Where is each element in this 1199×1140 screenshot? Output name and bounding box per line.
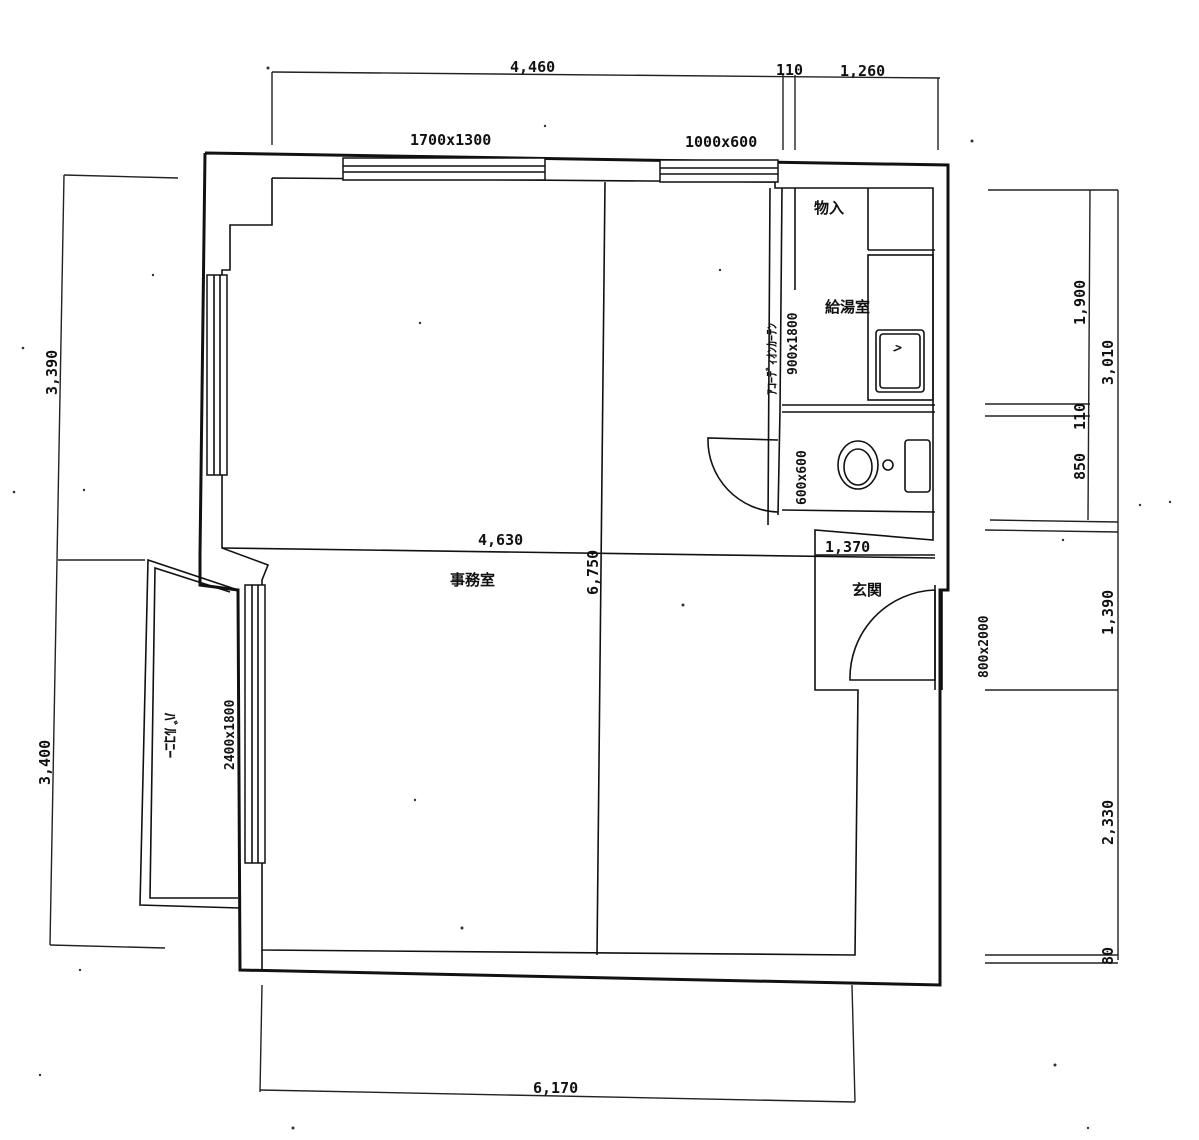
window-balcony xyxy=(244,584,266,864)
room-office: 事務室 xyxy=(450,571,495,589)
sink-icon xyxy=(875,329,925,393)
scan-speckles xyxy=(12,66,1172,1130)
dim-right-lower-2: 2,330 xyxy=(1099,800,1117,845)
dim-top-small: 110 xyxy=(776,61,803,79)
curtain-label: ｱｺｰﾃﾞｨｵﾝｶｰﾃﾝ xyxy=(764,323,779,395)
dim-right-upper-1: 1,900 xyxy=(1071,280,1089,325)
window-top-left-size: 1700x1300 xyxy=(410,131,491,149)
dim-left-upper: 3,390 xyxy=(43,350,61,395)
dim-right-bottom-small: 80 xyxy=(1099,947,1117,965)
toilet-icon xyxy=(837,439,931,493)
dim-inner-height: 6,750 xyxy=(584,550,602,595)
window-left xyxy=(206,274,228,476)
entrance-door-swing xyxy=(849,589,936,681)
room-storage: 物入 xyxy=(814,199,844,217)
toilet-door-size: 600x600 xyxy=(795,450,810,505)
curtain-size: 900x1800 xyxy=(786,312,801,375)
balcony-window-size: 2400x1800 xyxy=(223,699,238,770)
dim-inner-width: 4,630 xyxy=(478,531,523,549)
window-top-left xyxy=(342,157,546,181)
entrance-door-size: 800x2000 xyxy=(977,615,992,678)
room-kitchen: 給湯室 xyxy=(825,298,870,316)
dim-top-main: 4,460 xyxy=(510,58,555,76)
room-entrance: 玄関 xyxy=(852,581,882,599)
window-top-right-size: 1000x600 xyxy=(685,133,757,151)
balcony xyxy=(139,558,241,909)
room-balcony: ﾊﾞﾙｺﾆｰ xyxy=(161,712,179,759)
dim-right-lower-1: 1,390 xyxy=(1099,590,1117,635)
labels: 4,460 110 1,260 1700x1300 1000x600 3,390… xyxy=(36,58,1117,1097)
dim-top-right: 1,260 xyxy=(840,62,885,80)
dim-bottom-main: 6,170 xyxy=(533,1079,578,1097)
dim-left-lower: 3,400 xyxy=(36,740,54,785)
toilet-door-swing xyxy=(707,437,779,513)
window-top-right xyxy=(659,159,779,183)
dim-right-mid-small: 110 xyxy=(1071,403,1089,430)
dim-entrance-width: 1,370 xyxy=(825,538,870,556)
dim-right-upper-2: 3,010 xyxy=(1099,340,1117,385)
dim-right-mid: 850 xyxy=(1071,453,1089,480)
outer-walls xyxy=(198,151,950,987)
sink-mark: ﾍ xyxy=(889,344,904,352)
dimension-lines xyxy=(49,71,1119,1103)
